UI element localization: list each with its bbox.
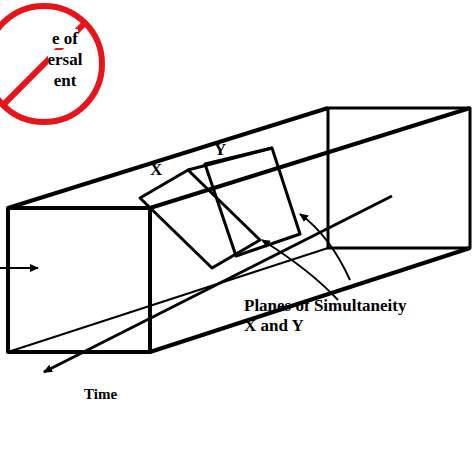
- caption-label: Planes of Simultaneity X and Y: [244, 296, 411, 335]
- prohibition-circle: e of ersal ent: [0, 2, 106, 126]
- leader-arrow: [0, 267, 38, 269]
- axis-label: Time: [84, 386, 117, 403]
- circle-text: e of ersal ent: [48, 29, 83, 90]
- time-axis: [44, 196, 392, 372]
- leader-arrow: [300, 214, 350, 280]
- plane-label: X: [150, 160, 162, 180]
- plane-label: Y: [214, 140, 226, 160]
- leader-arrow: [262, 240, 338, 300]
- circle-text-block: e of ersal ent: [38, 28, 92, 91]
